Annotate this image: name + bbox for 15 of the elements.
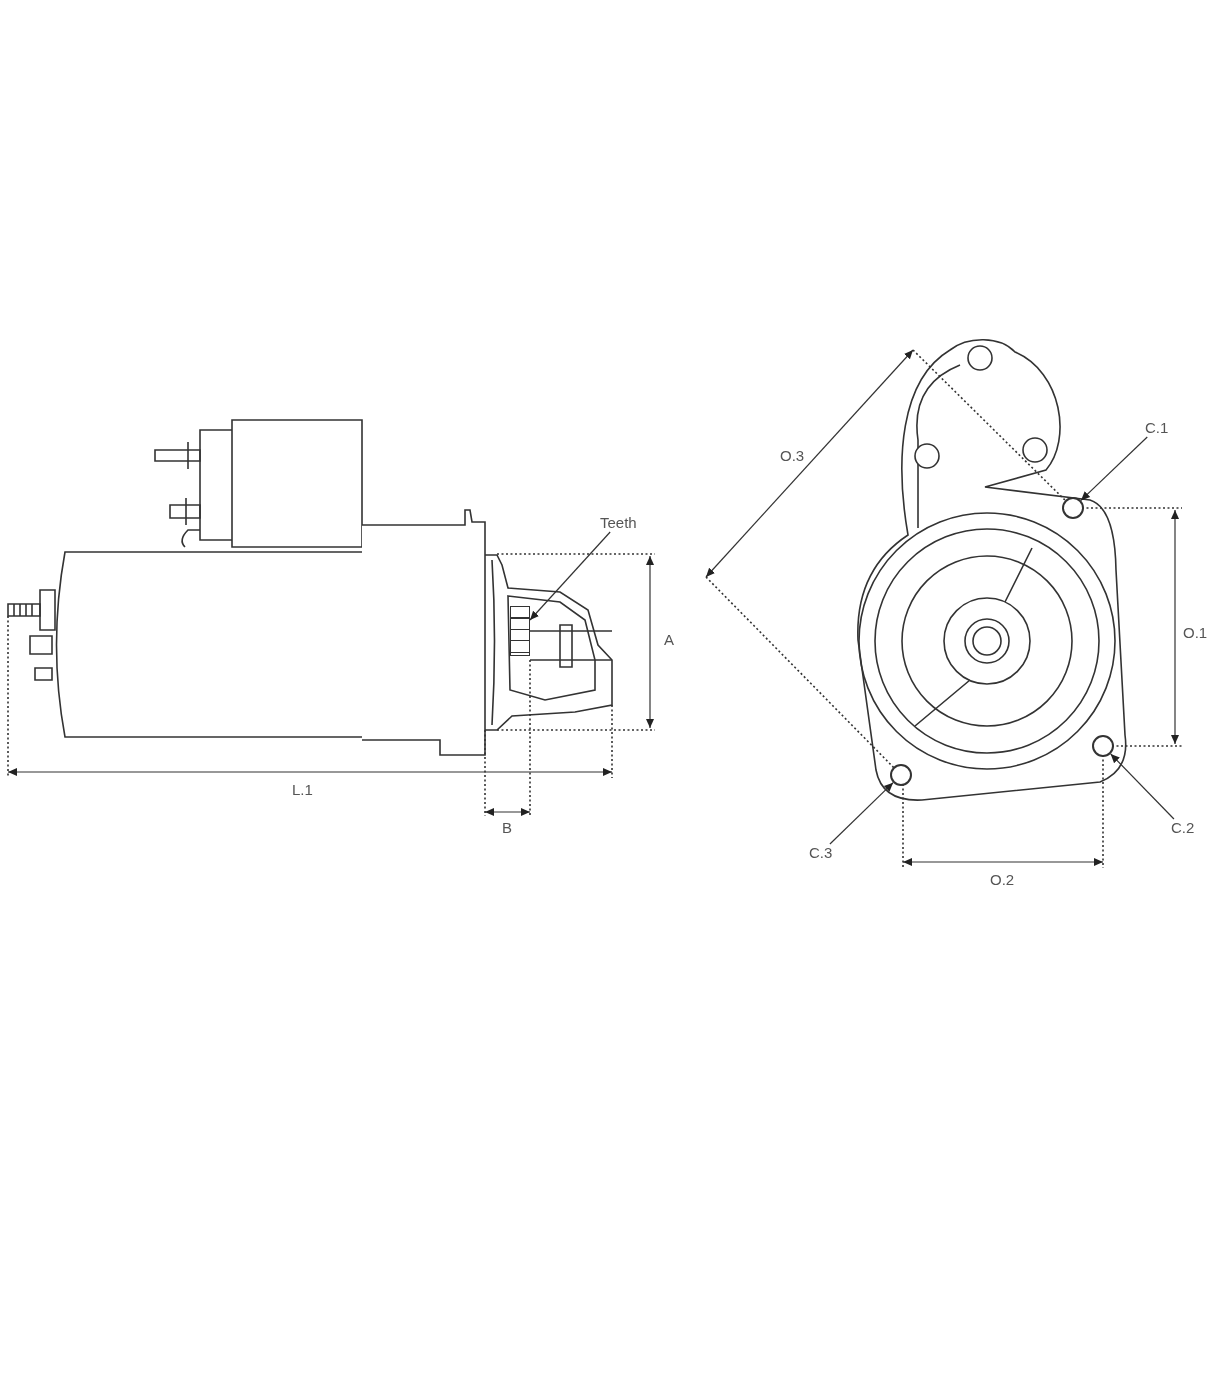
callout-label: Teeth [600, 514, 637, 532]
dimension-label: B [502, 819, 512, 837]
callout-label: C.1 [1145, 419, 1169, 437]
leader-line [529, 531, 611, 621]
pinion-teeth [510, 606, 530, 656]
leader-line [1080, 436, 1148, 501]
dimension-label: L.1 [292, 781, 313, 799]
dimension-label: O.2 [990, 871, 1015, 889]
leader-line [829, 782, 894, 845]
dimension-label: O.3 [780, 447, 805, 465]
dimension-label: O.1 [1183, 624, 1208, 642]
leader-line [1110, 753, 1175, 820]
callout-label: C.3 [809, 844, 833, 862]
callout-label: C.2 [1171, 819, 1195, 837]
dimension-label: A [664, 631, 674, 649]
